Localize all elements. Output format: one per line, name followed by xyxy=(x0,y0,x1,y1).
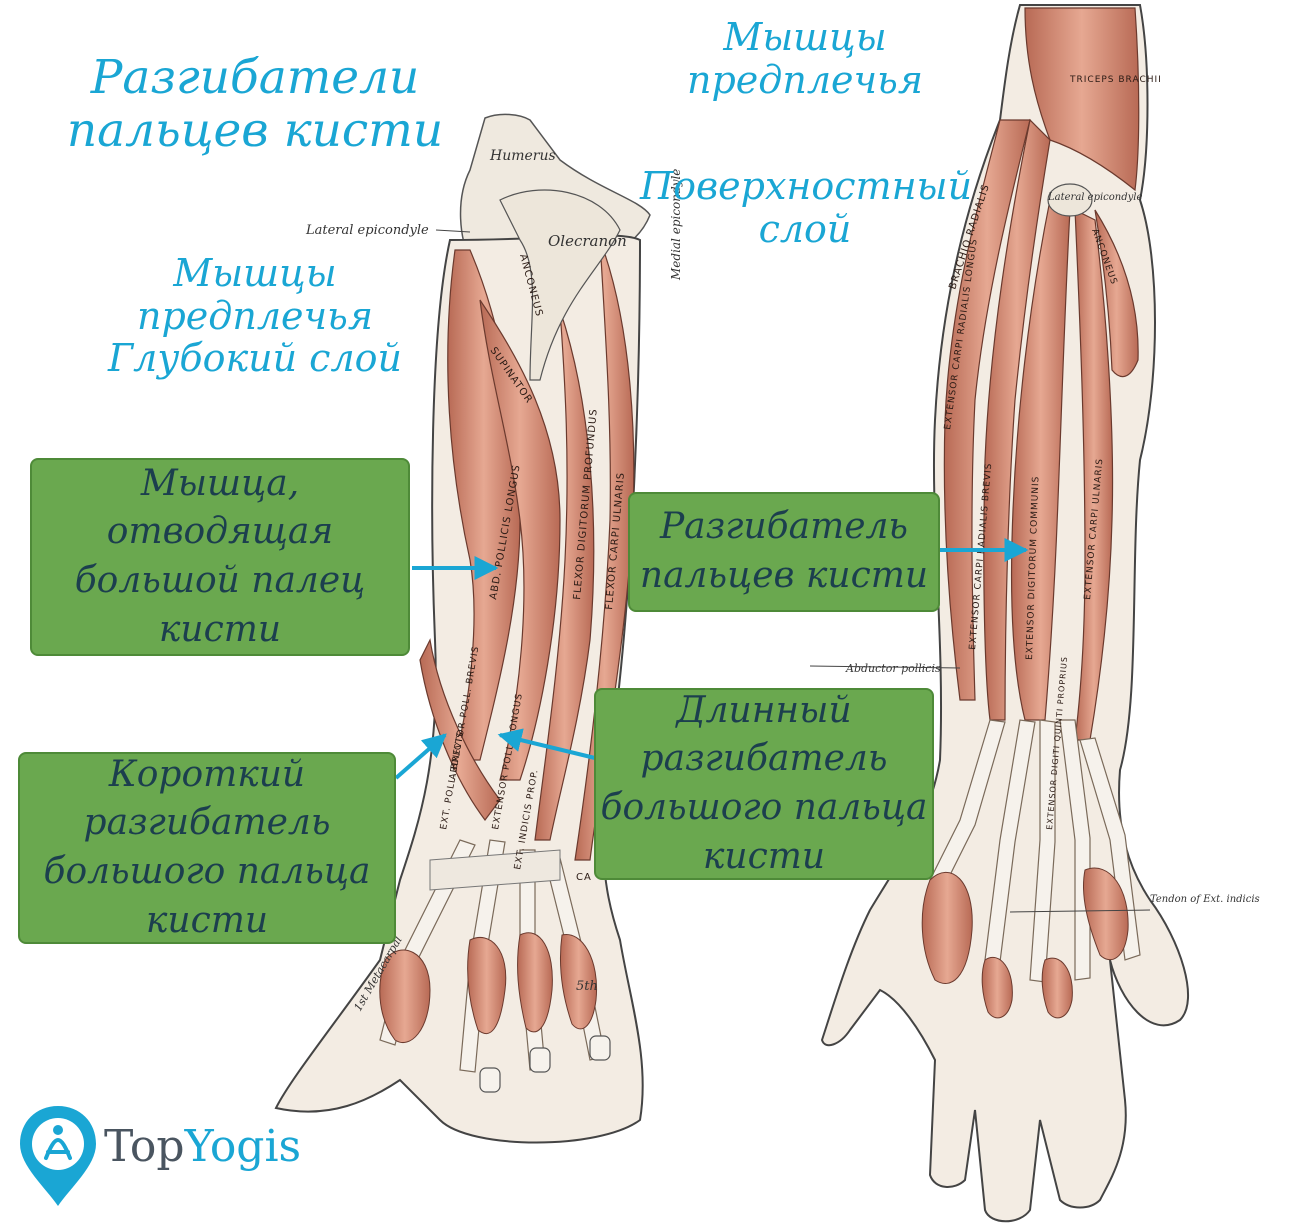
label-triceps: TRICEPS BRACHII xyxy=(1069,75,1162,85)
callout-line: большой палец xyxy=(32,557,408,606)
logo-wordmark: TopYogis xyxy=(104,1121,301,1172)
label-humerus: Humerus xyxy=(489,148,556,164)
callout-line: пальцев кисти xyxy=(630,552,938,601)
logo-brand-a: Top xyxy=(104,1121,185,1172)
callout-line: Разгибатель xyxy=(630,503,938,552)
main-title-line-1: Разгибатели xyxy=(40,52,470,105)
callout-abductor-pollicis: Мышца, отводящая большой палец кисти xyxy=(30,458,410,656)
main-title-line-2: пальцев кисти xyxy=(40,105,470,158)
deep-layer-title: Мышцы предплечья Глубокий слой xyxy=(95,252,415,380)
surface-title-line-1: Мышцы xyxy=(640,16,970,59)
surface-title-gap xyxy=(640,101,970,165)
callout-extensor-digitorum: Разгибатель пальцев кисти xyxy=(628,492,940,612)
label-tendon-ext-indicis: Tendon of Ext. indicis xyxy=(1150,894,1260,905)
surface-title-line-2: предплечья xyxy=(640,59,970,102)
main-title: Разгибатели пальцев кисти xyxy=(40,52,470,157)
callout-line: отводящая xyxy=(32,508,408,557)
callout-line: Короткий xyxy=(20,751,394,800)
callout-line: Длинный xyxy=(596,687,932,736)
superficial-layer-title: Мышцы предплечья Поверхностный слой xyxy=(640,16,970,250)
label-fifth: 5th xyxy=(576,979,598,994)
callout-line: кисти xyxy=(32,606,408,655)
surface-title-line-3: Поверхностный xyxy=(640,165,970,208)
callout-line: большого пальца xyxy=(20,848,394,897)
label-olecranon: Olecranon xyxy=(548,232,627,250)
logo-brand-b: Yogis xyxy=(185,1121,302,1172)
label-abductor-pollicis: Abductor pollicis xyxy=(845,662,941,675)
label-lateral-epicondyle: Lateral epicondyle xyxy=(305,223,429,238)
callout-line: большого пальца xyxy=(596,784,932,833)
callout-line: кисти xyxy=(20,897,394,946)
deep-title-line-1: Мышцы xyxy=(95,252,415,295)
callout-line: разгибатель xyxy=(596,735,932,784)
callout-long-extensor: Длинный разгибатель большого пальца кист… xyxy=(594,688,934,880)
callout-line: кисти xyxy=(596,833,932,882)
deep-title-line-2: предплечья xyxy=(95,295,415,338)
label-cap: CA xyxy=(576,872,592,883)
label-lateral-epicondyle-right: Lateral epicondyle xyxy=(1047,192,1142,203)
callout-short-extensor: Короткий разгибатель большого пальца кис… xyxy=(18,752,396,944)
callout-line: Мышца, xyxy=(32,460,408,509)
surface-title-line-4: слой xyxy=(640,208,970,251)
deep-title-line-3: Глубокий слой xyxy=(95,337,415,380)
callout-line: разгибатель xyxy=(20,799,394,848)
